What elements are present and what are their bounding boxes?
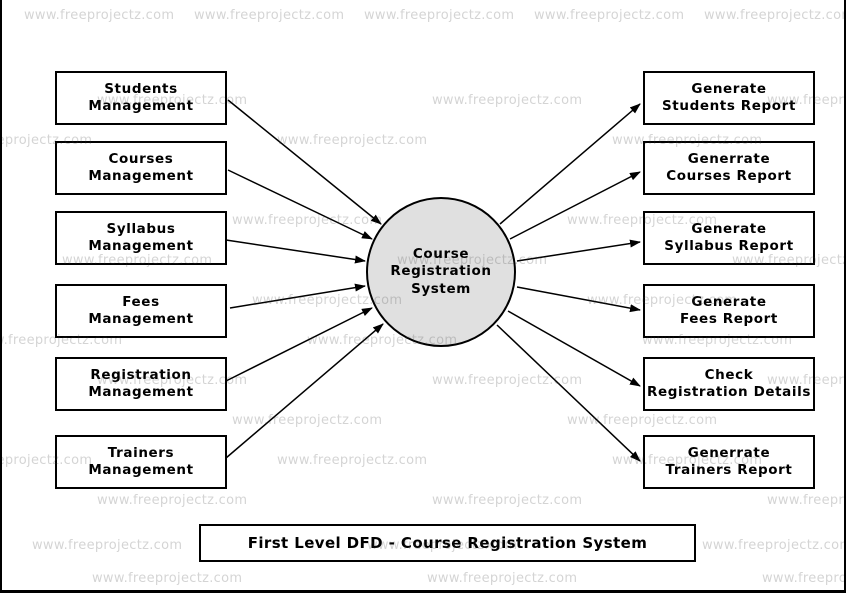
entity-label-line: Generrate xyxy=(687,151,771,168)
entity-label-line: Registration Details xyxy=(647,384,811,400)
entity-generate-trainers-report: Generrate Trainers Report xyxy=(643,435,815,489)
entity-label-line: Registration xyxy=(90,367,192,384)
process-label-line: Registration xyxy=(390,263,492,280)
entity-label-line: Courses Report xyxy=(666,168,792,184)
dataflow-arrow-syllabus-to-process xyxy=(225,239,366,264)
entity-label-line: Management xyxy=(88,238,194,254)
diagram-caption: First Level DFD - Course Registration Sy… xyxy=(247,534,648,552)
process-course-registration-system: Course Registration System xyxy=(366,197,516,347)
dataflow-arrow-process-to-students-report xyxy=(499,103,641,225)
entity-check-registration-details: Check Registration Details xyxy=(643,357,815,411)
dataflow-arrow-fees-to-process xyxy=(229,283,366,309)
entity-label-line: Trainers Report xyxy=(665,462,793,478)
entity-registration-management: Registration Management xyxy=(55,357,227,411)
entity-label-line: Fees xyxy=(122,294,160,311)
dataflow-arrow-process-to-trainers-report xyxy=(496,324,641,462)
entity-label-line: Courses xyxy=(108,151,174,168)
dataflow-arrow-process-to-syllabus-report xyxy=(516,239,641,262)
entity-generate-syllabus-report: Generate Syllabus Report xyxy=(643,211,815,265)
entity-fees-management: Fees Management xyxy=(55,284,227,338)
dataflow-arrow-trainers-to-process xyxy=(225,323,384,459)
dataflow-arrow-process-to-courses-report xyxy=(509,171,641,240)
entity-label-line: Trainers xyxy=(107,445,175,462)
entity-label-line: Management xyxy=(88,384,194,400)
diagram-caption-box: First Level DFD - Course Registration Sy… xyxy=(199,524,696,562)
process-label-line: Course xyxy=(412,245,470,262)
entity-trainers-management: Trainers Management xyxy=(55,435,227,489)
entity-label-line: Management xyxy=(88,462,194,478)
entity-label-line: Students xyxy=(104,81,178,98)
entity-label-line: Fees Report xyxy=(680,311,778,327)
entity-label-line: Generate xyxy=(691,294,767,311)
dataflow-arrow-process-to-fees-report xyxy=(516,286,641,313)
entity-label-line: Students Report xyxy=(661,98,796,114)
dataflow-arrow-courses-to-process xyxy=(227,169,373,240)
entity-label-line: Management xyxy=(88,98,194,114)
entity-label-line: Syllabus Report xyxy=(664,238,794,254)
entity-students-management: Students Management xyxy=(55,71,227,125)
entity-syllabus-management: Syllabus Management xyxy=(55,211,227,265)
entity-label-line: Management xyxy=(88,311,194,327)
entity-label-line: Generate xyxy=(691,81,767,98)
entity-generate-courses-report: Generrate Courses Report xyxy=(643,141,815,195)
entity-label-line: Management xyxy=(88,168,194,184)
entity-courses-management: Courses Management xyxy=(55,141,227,195)
dataflow-arrow-registration-to-process xyxy=(225,307,373,382)
entity-label-line: Check xyxy=(704,367,754,384)
entity-label-line: Generate xyxy=(691,221,767,238)
dataflow-arrow-process-to-registration-details xyxy=(507,310,641,387)
dataflow-arrow-students-to-process xyxy=(227,99,382,225)
entity-generate-fees-report: Generate Fees Report xyxy=(643,284,815,338)
process-label-line: System xyxy=(411,280,471,297)
entity-generate-students-report: Generate Students Report xyxy=(643,71,815,125)
entity-label-line: Generrate xyxy=(687,445,771,462)
entity-label-line: Syllabus xyxy=(106,221,176,238)
